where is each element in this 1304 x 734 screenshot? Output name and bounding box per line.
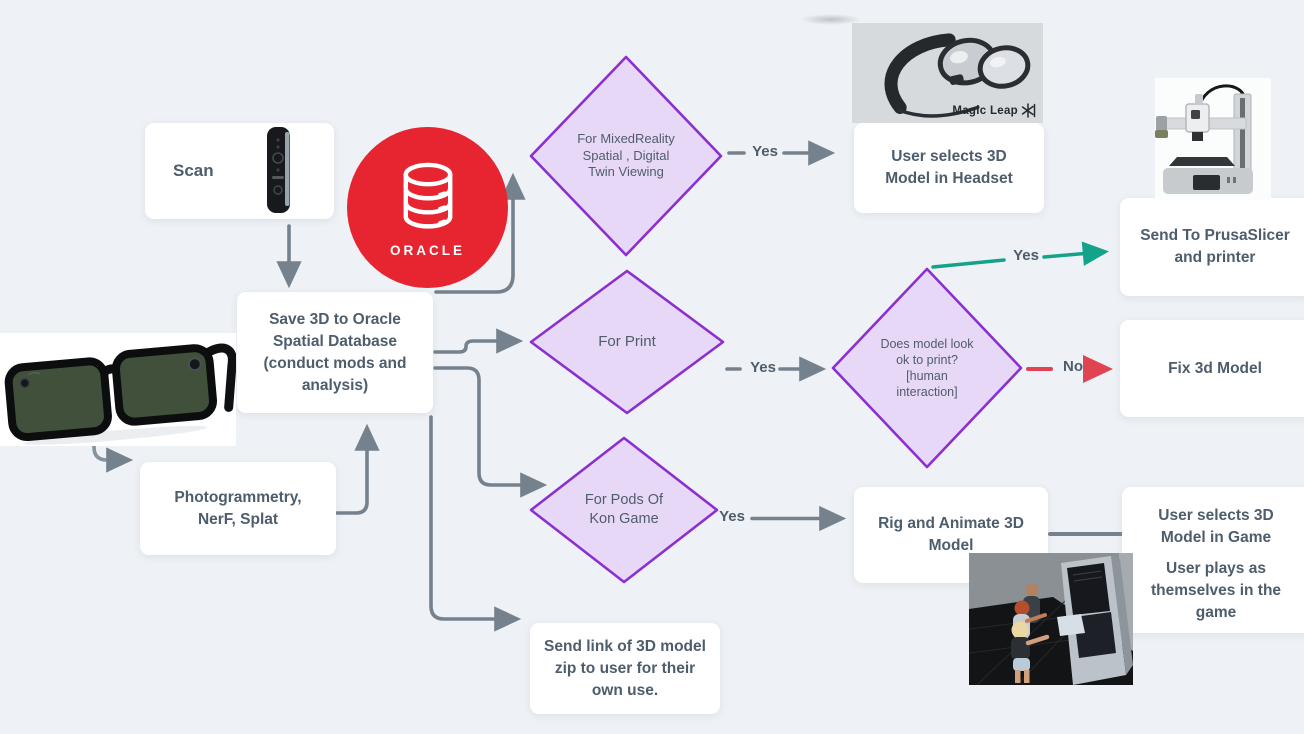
node-scan: Scan <box>145 123 334 219</box>
decision-printok-label: Does model look ok to print? [human inte… <box>880 336 974 400</box>
connector-save-to-forprint <box>433 328 524 354</box>
decision-pods-diamond <box>529 436 719 584</box>
rig-animate-label: Rig and Animate 3D Model <box>878 515 1024 554</box>
smart-glasses-illustration <box>4 343 236 445</box>
game-select-label: User selects 3D Model in Game <box>1158 507 1274 546</box>
node-prusa: Send To PrusaSlicer and printer <box>1120 198 1304 296</box>
scan-label: Scan <box>173 160 214 180</box>
game-screenshot-image <box>969 553 1133 685</box>
decision-mixedreality-diamond <box>529 55 723 257</box>
handheld-scanner-image <box>267 127 290 213</box>
oracle-wordmark: ORACLE <box>390 243 465 258</box>
node-save-database: Save 3D to Oracle Spatial Database (cond… <box>237 292 433 413</box>
headset-select-label: User selects 3D Model in Headset <box>885 148 1013 187</box>
decision-forprint-diamond <box>529 269 725 415</box>
photogrammetry-label: Photogrammetry, NerF, Splat <box>174 488 302 528</box>
connector-save-to-pods <box>433 366 548 498</box>
connector-save-to-sendlink <box>429 415 522 632</box>
magic-leap-wordmark: Magic Leap <box>952 104 1018 117</box>
edge-label-printok-no: No <box>1063 358 1083 375</box>
headset-illustration <box>884 33 1031 118</box>
node-headset-select: User selects 3D Model in Headset <box>854 123 1044 213</box>
decision-printok-diamond <box>831 267 1023 469</box>
edge-label-mixed-yes: Yes <box>752 143 778 160</box>
decision-forprint-label: For Print <box>598 333 656 351</box>
game-play-label: User plays as themselves in the game <box>1150 560 1282 621</box>
smart-glasses-image <box>0 333 236 446</box>
fix-model-label: Fix 3d Model <box>1168 359 1262 377</box>
edge-label-printok-yes: Yes <box>1013 247 1039 264</box>
node-photogrammetry: Photogrammetry, NerF, Splat <box>140 462 336 555</box>
printer-illustration <box>1155 84 1253 194</box>
image-artifact-smudge <box>800 14 862 25</box>
decision-pods-label: For Pods Of Kon Game <box>584 492 664 527</box>
game-scene-illustration <box>969 553 1133 685</box>
node-fix-model: Fix 3d Model <box>1120 320 1304 417</box>
save-database-label: Save 3D to Oracle Spatial Database (cond… <box>263 310 407 394</box>
edge-label-pods-yes: Yes <box>719 508 745 525</box>
node-game-outcome: User selects 3D Model in Game User plays… <box>1122 487 1304 633</box>
magic-leap-brand: Magic Leap <box>952 102 1037 119</box>
oracle-logo: ORACLE <box>347 127 508 288</box>
magic-leap-star-icon <box>1021 103 1036 118</box>
connector-photogrammetry-to-save <box>335 423 380 515</box>
database-icon <box>403 162 452 229</box>
magic-leap-headset-image: Magic Leap <box>852 23 1043 123</box>
printer-image <box>1155 78 1271 200</box>
edge-printok-yes-line2 <box>1042 241 1109 266</box>
decision-mixedreality-label: For MixedReality Spatial , Digital Twin … <box>577 130 675 180</box>
node-send-link: Send link of 3D model zip to user for th… <box>530 623 720 714</box>
send-link-label: Send link of 3D model zip to user for th… <box>544 637 706 699</box>
prusa-label: Send To PrusaSlicer and printer <box>1140 227 1290 266</box>
edge-label-print-yes: Yes <box>750 359 776 376</box>
